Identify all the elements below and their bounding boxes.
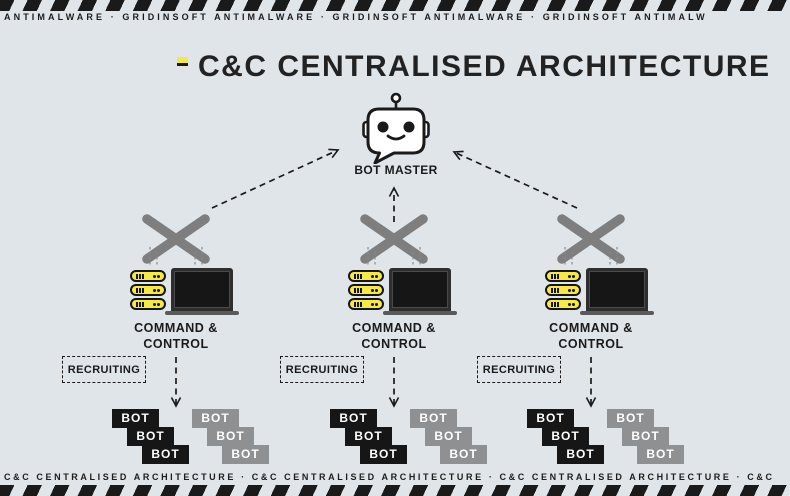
bot-badge: BOT <box>410 409 457 428</box>
banner-text-bottom: C&C CENTRALISED ARCHITECTURE · C&C CENTR… <box>4 472 775 482</box>
command-control-label: COMMAND & CONTROL <box>134 321 218 351</box>
hazard-stripes-top <box>0 0 790 11</box>
bot-badge: BOT <box>207 427 254 446</box>
recruiting-label: RECRUITING <box>477 356 561 383</box>
recruiting-label: RECRUITING <box>280 356 364 383</box>
bot-badge: BOT <box>222 445 269 464</box>
laptop-icon <box>586 268 648 311</box>
command-control-label: COMMAND & CONTROL <box>352 321 436 351</box>
bot-badge: BOT <box>607 409 654 428</box>
page-title: C&C CENTRALISED ARCHITECTURE <box>198 50 771 83</box>
bot-badge: BOT <box>425 427 472 446</box>
laptop-icon <box>389 268 451 311</box>
laptop-base <box>165 311 239 315</box>
laptop-icon <box>171 268 233 311</box>
bot-badge: BOT <box>527 409 574 428</box>
server-stack-icon <box>130 270 166 312</box>
bot-badge: BOT <box>112 409 159 428</box>
bot-badge: BOT <box>192 409 239 428</box>
bot-badge: BOT <box>127 427 174 446</box>
server-stack-icon <box>348 270 384 312</box>
banner-text-top: ANTIMALWARE · GRIDINSOFT ANTIMALWARE · G… <box>4 12 708 22</box>
bot-badge: BOT <box>622 427 669 446</box>
cc-column: COMMAND & CONTROL RECRUITING BOT BOT BOT… <box>274 190 514 475</box>
bot-badge: BOT <box>360 445 407 464</box>
recruiting-label: RECRUITING <box>62 356 146 383</box>
bot-badge: BOT <box>330 409 377 428</box>
title-bullet-square <box>177 57 188 66</box>
bot-badge: BOT <box>557 445 604 464</box>
laptop-base <box>383 311 457 315</box>
bot-badge: BOT <box>542 427 589 446</box>
bot-badge: BOT <box>345 427 392 446</box>
robot-icon <box>362 92 430 164</box>
bot-badge: BOT <box>637 445 684 464</box>
command-control-label: COMMAND & CONTROL <box>549 321 633 351</box>
laptop-base <box>580 311 654 315</box>
bot-master-label: BOT MASTER <box>354 163 438 177</box>
server-stack-icon <box>545 270 581 312</box>
bot-badge: BOT <box>142 445 189 464</box>
hazard-stripes-bottom <box>0 485 790 496</box>
cc-column: COMMAND & CONTROL RECRUITING BOT BOT BOT… <box>56 190 296 475</box>
cc-column: COMMAND & CONTROL RECRUITING BOT BOT BOT… <box>471 190 711 475</box>
bot-badge: BOT <box>440 445 487 464</box>
